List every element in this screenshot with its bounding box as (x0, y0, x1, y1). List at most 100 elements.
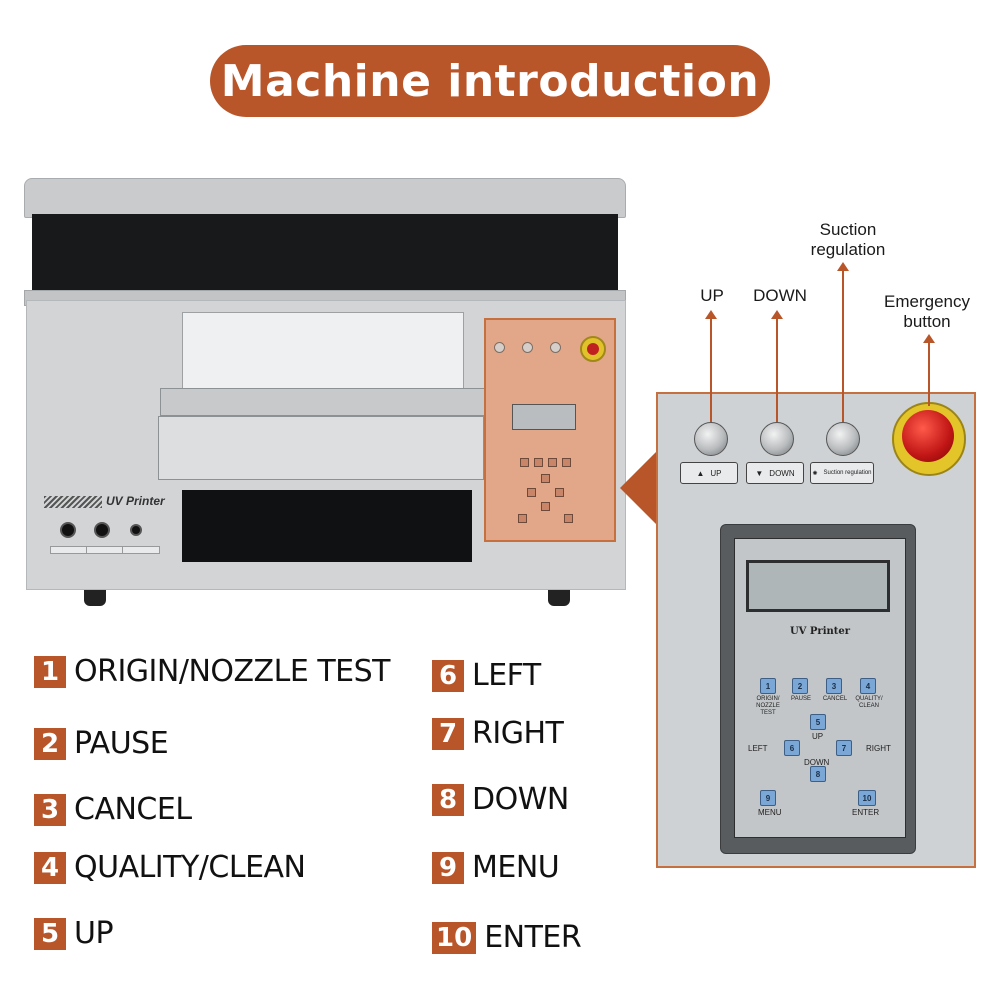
suction-plate: ✺ Suction regulation (810, 462, 874, 484)
legend-item-9: 9 MENU (432, 850, 560, 885)
callout-suction-label-2: regulation (810, 240, 886, 259)
suction-plate-label: Suction regulation (823, 470, 872, 476)
printer-knob-label-2 (86, 546, 124, 554)
legend-badge: 3 (34, 793, 66, 826)
mini-key (518, 514, 527, 523)
legend-item-3: 3 CANCEL (34, 792, 192, 827)
key-2-pause[interactable]: 2 (792, 678, 808, 694)
callout-suction-arrowhead (837, 262, 849, 271)
printer-foot-left (84, 590, 106, 606)
legend-item-6: 6 LEFT (432, 658, 541, 693)
legend-badge: 2 (34, 727, 66, 760)
key-1-origin[interactable]: 1 (760, 678, 776, 694)
legend-text: UP (74, 916, 114, 951)
legend-badge: 5 (34, 917, 66, 950)
mini-key (520, 458, 529, 467)
mini-emergency-button (580, 336, 606, 362)
printer-knob-3 (130, 524, 142, 536)
lcd-display (746, 560, 890, 612)
mini-key (555, 488, 564, 497)
legend-badge: 6 (432, 659, 464, 692)
callout-emergency-line (928, 342, 930, 406)
page-title: Machine introduction (220, 55, 760, 107)
legend-item-8: 8 DOWN (432, 782, 569, 817)
printer-lower-bay (182, 490, 472, 562)
mini-key (541, 474, 550, 483)
down-plate: ▼ DOWN (746, 462, 804, 484)
key-8-down[interactable]: 8 (810, 766, 826, 782)
printer-model-label: UV Printer (106, 494, 165, 508)
mini-key (541, 502, 550, 511)
callout-emergency-label-2: button (903, 312, 951, 331)
legend-text: ORIGIN/NOZZLE TEST (74, 654, 390, 689)
triangle-down-icon: ▼ (755, 468, 764, 478)
down-button[interactable] (760, 422, 794, 456)
key-number: 1 (765, 681, 771, 691)
callout-up-arrowhead (705, 310, 717, 319)
down-plate-label: DOWN (769, 468, 795, 478)
key-1-label: ORIGIN/ NOZZLE TEST (756, 696, 780, 716)
key-8-label: DOWN (804, 758, 830, 767)
key-9-menu[interactable]: 9 (760, 790, 776, 806)
key-4-quality[interactable]: 4 (860, 678, 876, 694)
key-2-label: PAUSE (791, 696, 811, 702)
printer-knob-label-1 (50, 546, 88, 554)
mini-key (527, 488, 536, 497)
key-5-label: UP (812, 732, 824, 741)
key-6-label: LEFT (748, 744, 768, 753)
callout-up-label: UP (700, 286, 724, 305)
key-number: 8 (815, 769, 821, 779)
print-bed-front (158, 416, 484, 480)
mini-display (512, 404, 576, 430)
mini-key (562, 458, 571, 467)
callout-down-arrowhead (771, 310, 783, 319)
callout-emergency-arrowhead (923, 334, 935, 343)
triangle-up-icon: ▲ (696, 468, 705, 478)
key-5-up[interactable]: 5 (810, 714, 826, 730)
key-10-enter[interactable]: 10 (858, 790, 876, 806)
printer-lid (24, 178, 626, 218)
printer-knob-1 (60, 522, 76, 538)
legend-badge: 9 (432, 851, 464, 884)
legend-item-5: 5 UP (34, 916, 114, 951)
emergency-stop-button[interactable] (902, 410, 954, 462)
printer-logo-stripes (44, 496, 102, 508)
printer-lid-window (32, 214, 618, 292)
control-brand-label: UV Printer (789, 626, 851, 637)
zoom-pointer-arrow (620, 452, 656, 524)
mini-suction-button (550, 342, 561, 353)
mini-key (534, 458, 543, 467)
callout-emergency-label-1: Emergency (884, 292, 970, 311)
legend-badge: 4 (34, 851, 66, 884)
printer-knob-2 (94, 522, 110, 538)
legend-badge: 10 (432, 921, 477, 954)
printer-knob-label-3 (122, 546, 160, 554)
suction-regulation-knob[interactable] (826, 422, 860, 456)
legend-item-10: 10 ENTER (432, 920, 582, 955)
title-banner: Machine introduction (210, 45, 770, 117)
legend-item-4: 4 QUALITY/CLEAN (34, 850, 306, 885)
key-7-right[interactable]: 7 (836, 740, 852, 756)
legend-badge: 1 (34, 655, 66, 688)
key-3-label: CANCEL (822, 696, 848, 702)
key-number: 5 (815, 717, 821, 727)
legend-text: QUALITY/CLEAN (74, 850, 306, 885)
key-6-left[interactable]: 6 (784, 740, 800, 756)
key-number: 4 (865, 681, 871, 691)
key-10-label: ENTER (852, 808, 880, 817)
callout-down-label: DOWN (753, 286, 807, 305)
legend-text: DOWN (472, 782, 569, 817)
key-number: 6 (789, 743, 795, 753)
key-7-label: RIGHT (866, 744, 891, 753)
legend-text: MENU (472, 850, 560, 885)
legend-text: ENTER (484, 920, 582, 955)
mini-key (564, 514, 573, 523)
legend-text: RIGHT (472, 716, 564, 751)
key-3-cancel[interactable]: 3 (826, 678, 842, 694)
mini-down-button (522, 342, 533, 353)
legend-item-7: 7 RIGHT (432, 716, 564, 751)
printer-cavity (182, 312, 464, 392)
callout-up-line (710, 318, 712, 422)
key-4-label: QUALITY/ CLEAN (855, 696, 883, 709)
up-button[interactable] (694, 422, 728, 456)
